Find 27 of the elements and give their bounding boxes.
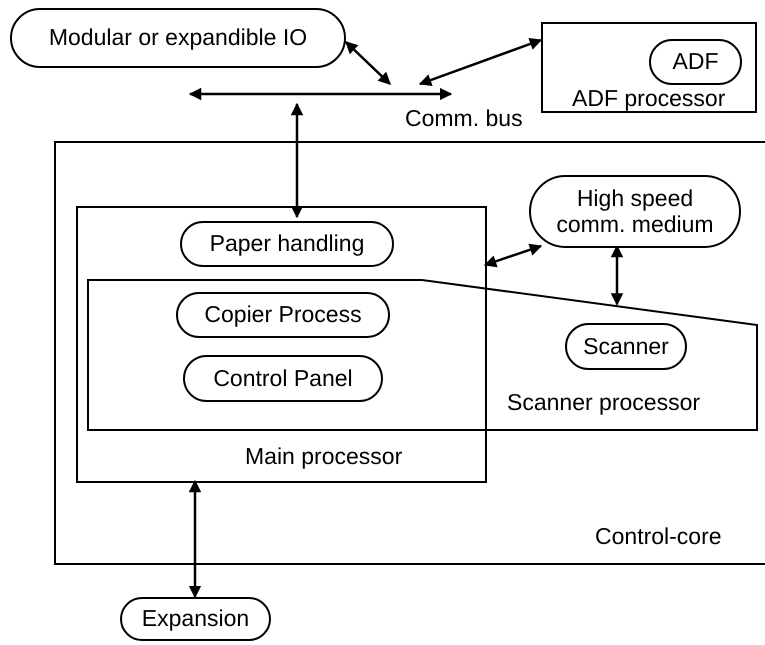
node-label: Modular or expandible IO bbox=[48, 25, 308, 51]
arrow bbox=[290, 102, 304, 218]
node-label: Control-core bbox=[595, 524, 722, 550]
arrow bbox=[188, 480, 202, 598]
arrow bbox=[418, 38, 542, 86]
node-label: Copier Process bbox=[204, 302, 362, 328]
rounded-box bbox=[120, 597, 271, 641]
node-label: ADF processor bbox=[572, 86, 726, 112]
node-label: Scanner bbox=[583, 334, 669, 360]
processor-box bbox=[541, 22, 757, 113]
arrow bbox=[345, 41, 391, 85]
rounded-box bbox=[183, 355, 383, 402]
bus-label: Comm. bus bbox=[405, 106, 523, 132]
rounded-box bbox=[180, 221, 394, 267]
rounded-box bbox=[649, 39, 742, 85]
rounded-box bbox=[176, 292, 390, 338]
node-label: Control Panel bbox=[213, 366, 353, 392]
node-label: Main processor bbox=[245, 444, 402, 470]
rounded-box bbox=[529, 175, 741, 248]
node-label: Scanner processor bbox=[507, 390, 700, 416]
arrow bbox=[484, 244, 542, 268]
rounded-box bbox=[10, 8, 346, 68]
node-label: Paper handling bbox=[210, 231, 364, 257]
node-label: Expansion bbox=[142, 606, 250, 632]
rounded-box bbox=[565, 323, 687, 370]
node-label: ADF bbox=[672, 49, 718, 75]
node-label: High speed comm. medium bbox=[555, 186, 715, 237]
